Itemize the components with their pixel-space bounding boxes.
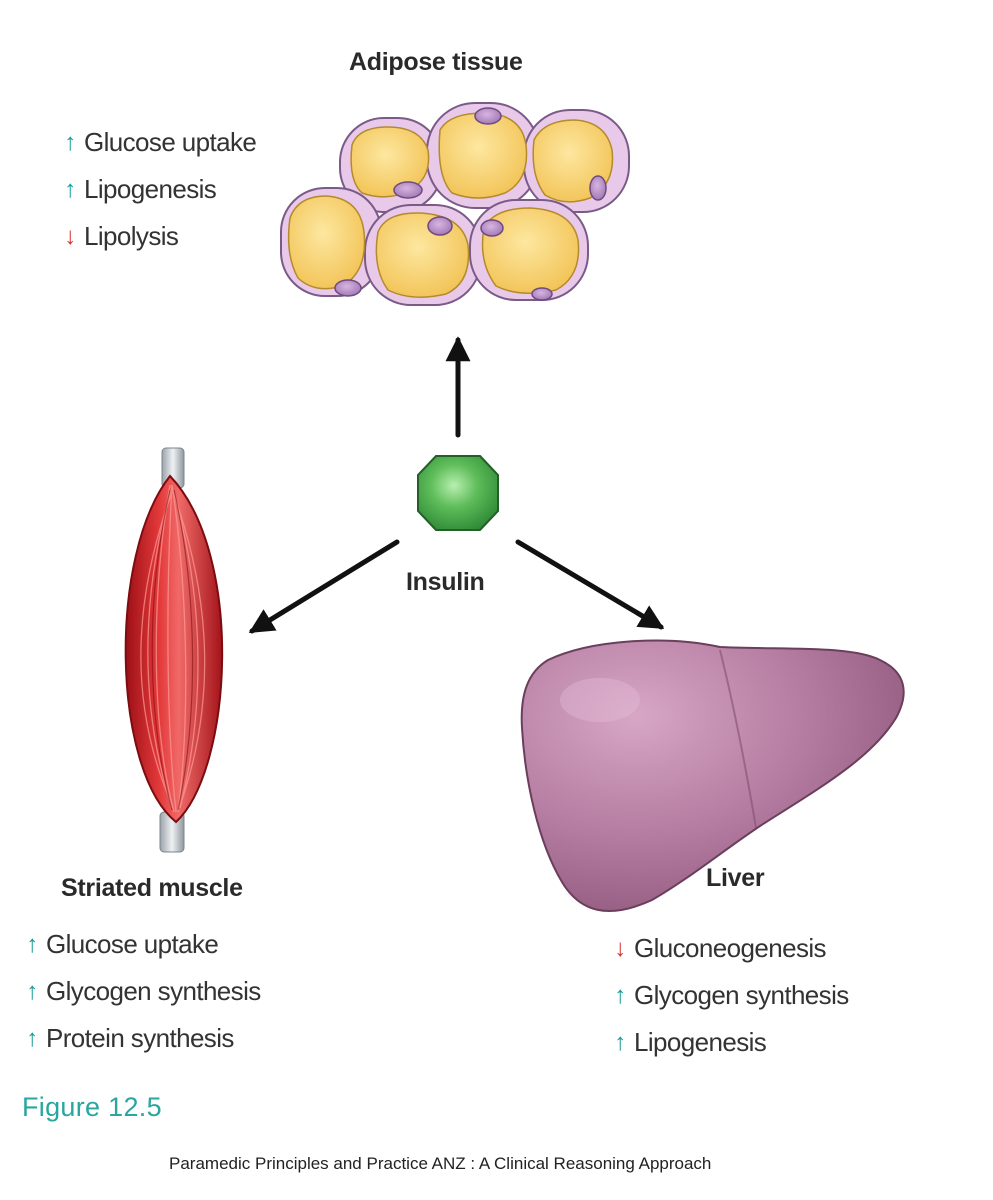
list-item: ↓Gluconeogenesis [612,925,849,972]
increase-arrow-icon: ↑ [614,1028,626,1056]
nucleus [531,287,553,301]
liver-title: Liver [706,864,765,892]
fat-droplet [375,212,470,298]
nucleus [589,175,607,201]
increase-arrow-icon: ↑ [26,1024,38,1052]
list-item: ↑Glucose uptake [24,921,261,968]
list-item: ↑Lipogenesis [62,166,256,213]
list-item: ↑Protein synthesis [24,1015,261,1062]
decrease-arrow-icon: ↓ [614,934,626,962]
liver-effects-list: ↓Gluconeogenesis ↑Glycogen synthesis ↑Li… [612,925,849,1066]
striated-muscle-title: Striated muscle [61,874,243,902]
figure-label: Figure 12.5 [22,1092,162,1122]
list-item: ↑Glycogen synthesis [612,972,849,1019]
fat-droplet [350,126,430,198]
adipose-effects-list: ↑Glucose uptake ↑Lipogenesis ↓Lipolysis [62,119,257,260]
nucleus [474,107,502,125]
fat-droplet [287,195,366,290]
liver-illustration [520,639,905,912]
fat-droplet [481,207,580,294]
nucleus [427,216,453,236]
decrease-arrow-icon: ↓ [64,222,76,250]
adipose-tissue-illustration [280,102,630,306]
nucleus [334,279,362,297]
insulin-molecule [417,455,499,531]
striated-muscle-illustration [124,447,224,853]
nucleus [393,181,423,199]
increase-arrow-icon: ↑ [614,981,626,1009]
list-item: ↑Lipogenesis [612,1019,849,1066]
increase-arrow-icon: ↑ [64,128,76,156]
insulin-label: Insulin [406,568,485,596]
arrow-to-muscle [248,539,400,634]
source-caption: Paramedic Principles and Practice ANZ : … [169,1154,712,1173]
list-item: ↓Lipolysis [62,213,256,260]
adipose-tissue-title: Adipose tissue [349,48,523,76]
increase-arrow-icon: ↑ [64,175,76,203]
muscle-effects-list: ↑Glucose uptake ↑Glycogen synthesis ↑Pro… [24,921,261,1062]
arrow-to-liver [515,539,665,630]
fat-droplet [438,112,528,199]
increase-arrow-icon: ↑ [26,977,38,1005]
nucleus [480,219,504,237]
increase-arrow-icon: ↑ [26,930,38,958]
list-item: ↑Glucose uptake [62,119,257,166]
list-item: ↑Glycogen synthesis [24,968,261,1015]
